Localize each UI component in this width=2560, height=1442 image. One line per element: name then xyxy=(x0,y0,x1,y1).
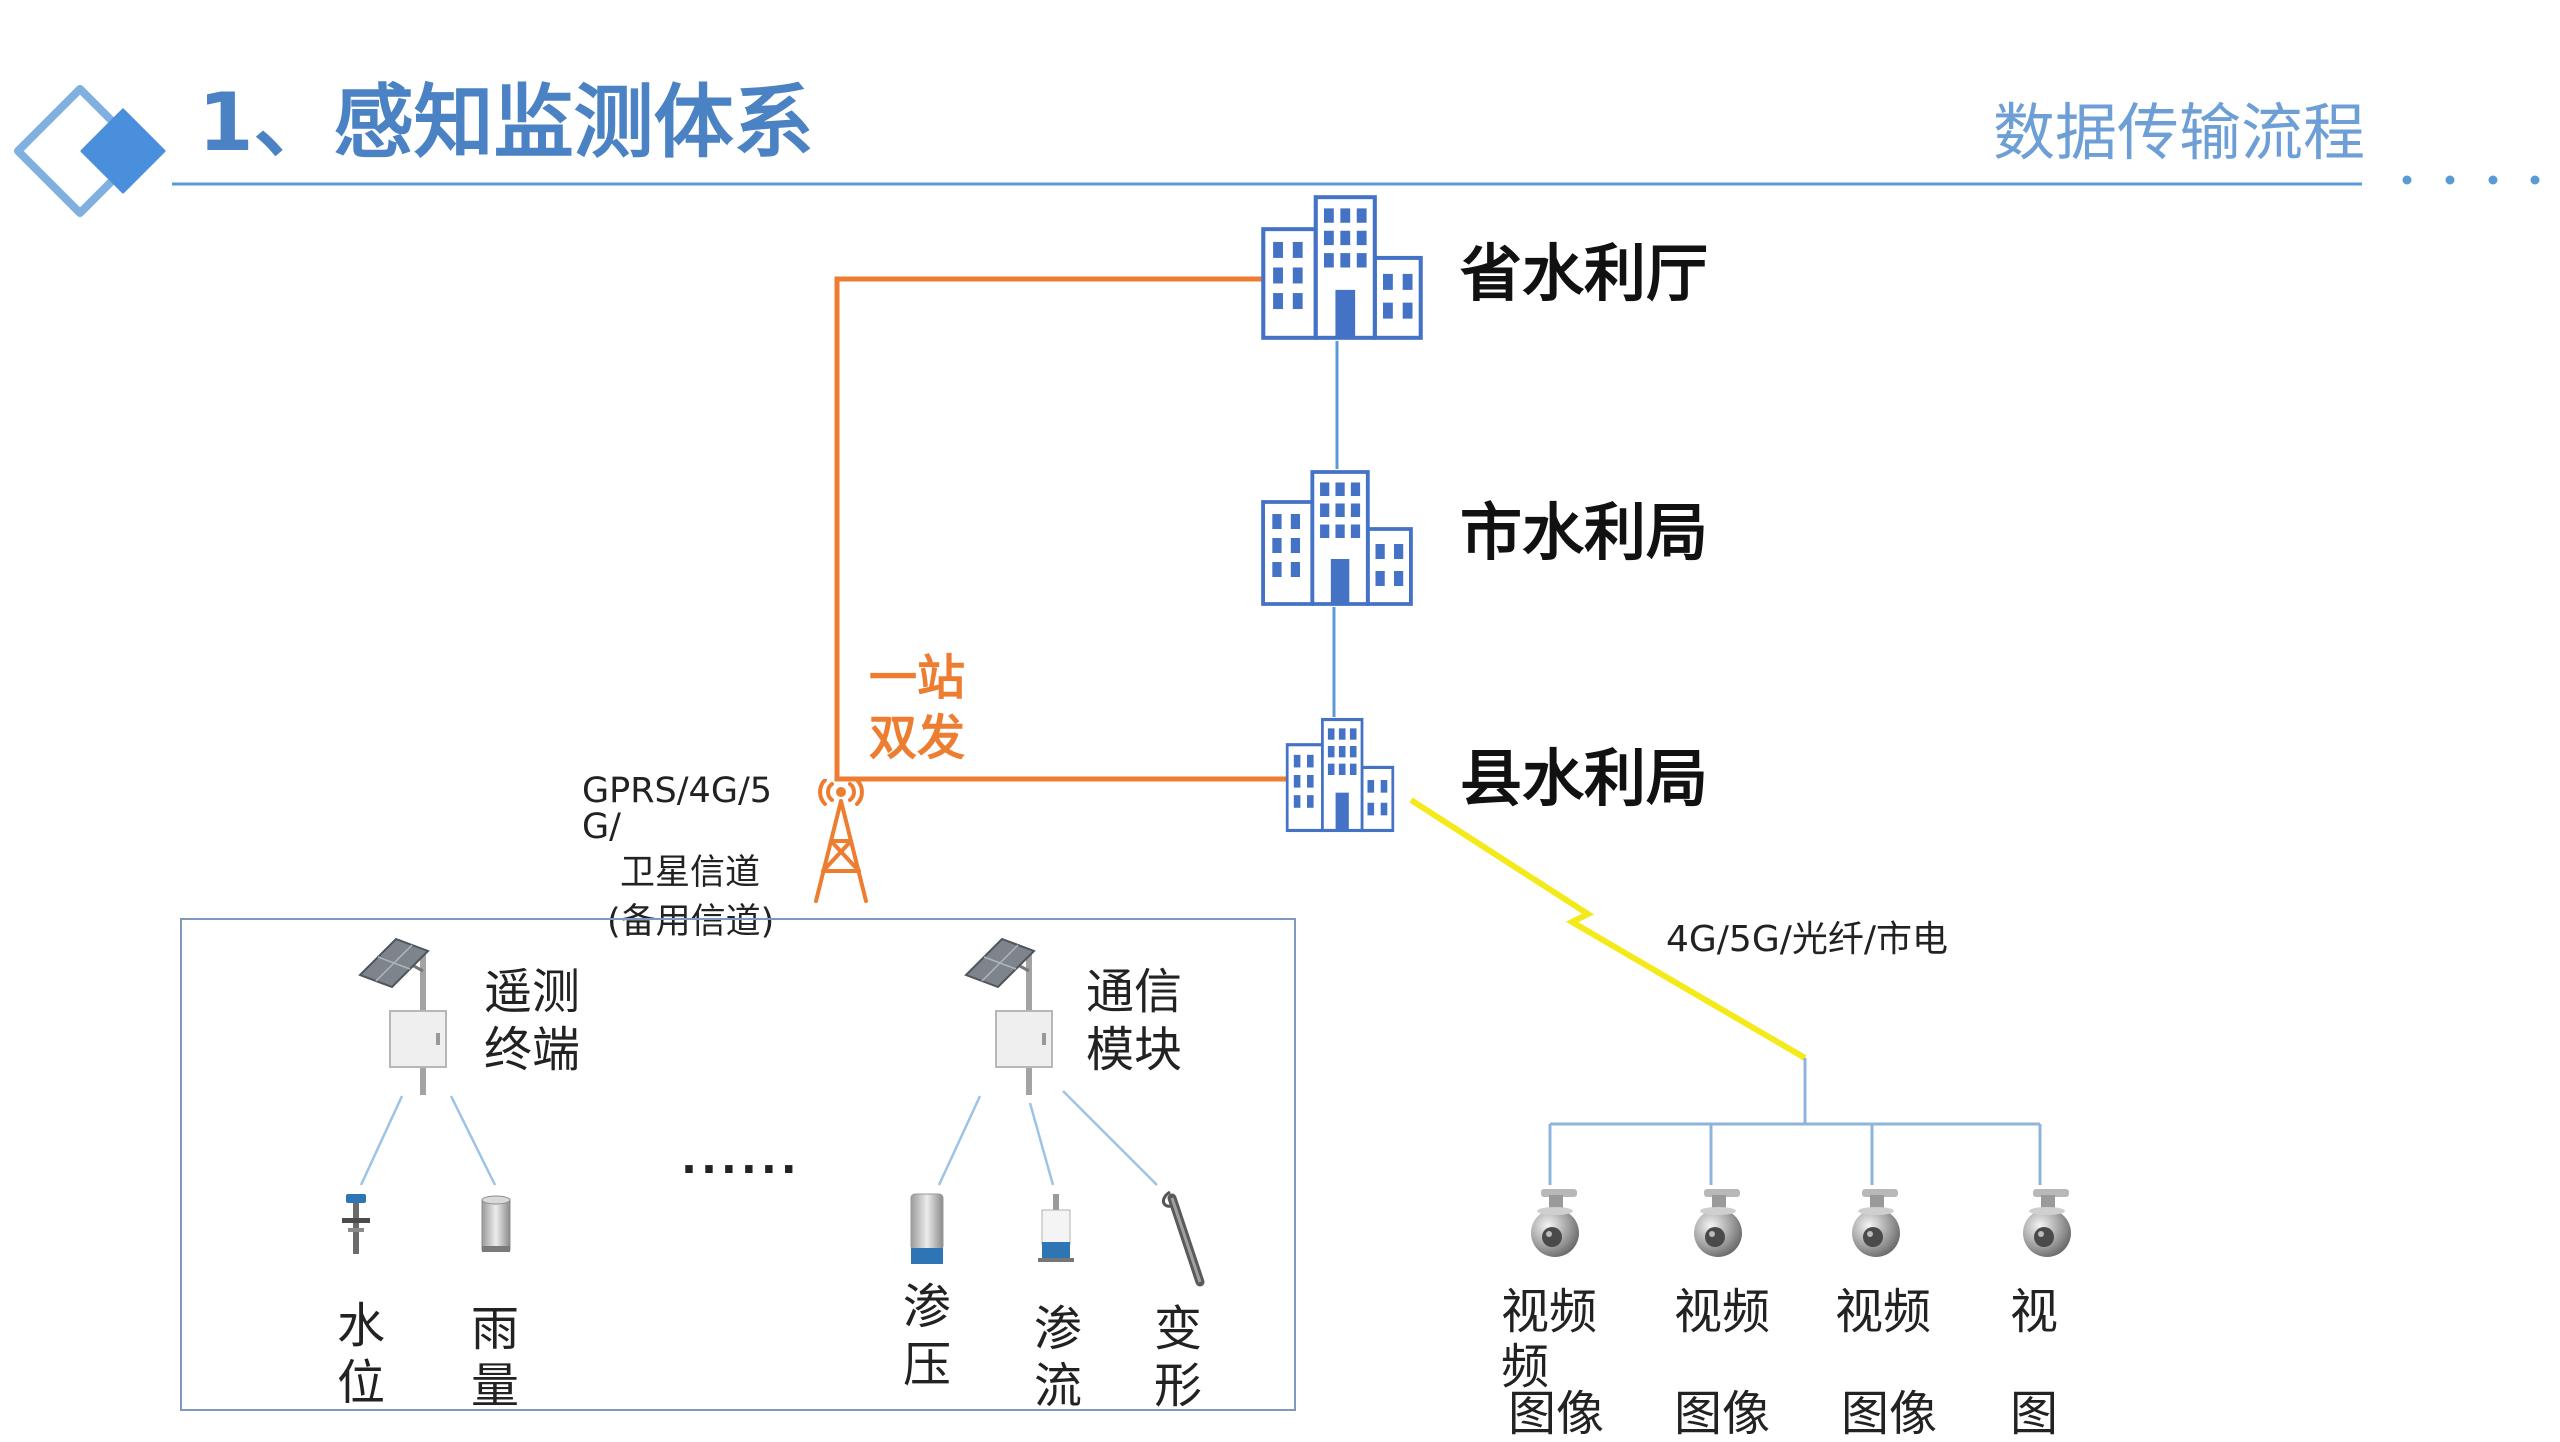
sensor-label-rainfall-1: 雨 xyxy=(471,1301,520,1357)
building-icon xyxy=(1285,717,1395,833)
sensor-label-seepage-pressure-1: 渗 xyxy=(903,1279,952,1335)
sensor-label-deformation-2: 形 xyxy=(1154,1358,1203,1414)
video-link-label: 4G/5G/光纤/市电 xyxy=(1666,919,1948,960)
sensor-label-seepage-flow-2: 流 xyxy=(1034,1358,1083,1414)
sensor-links xyxy=(359,1090,1158,1186)
solar-terminal-icon xyxy=(358,937,447,1095)
camera-4-label-line1: 视 xyxy=(2010,1284,2059,1340)
camera-2-label-line2: 图像 xyxy=(1674,1386,1771,1442)
sensor-label-seepage-flow-1: 渗 xyxy=(1034,1301,1083,1357)
dome-camera-icon xyxy=(1694,1189,1742,1257)
page-title: 1、感知监测体系 xyxy=(198,76,814,169)
camera-3-label-line2: 图像 xyxy=(1841,1386,1938,1442)
building-icon xyxy=(1261,195,1423,340)
sensor-label-deformation-1: 变 xyxy=(1154,1301,1203,1357)
dual-send-label-line2: 双发 xyxy=(869,710,966,766)
decorative-dots xyxy=(2402,175,2540,185)
deformation-sensor-icon xyxy=(1162,1190,1205,1287)
agency-label-county: 县水利局 xyxy=(1460,742,1709,815)
camera-2-label-line1: 视频 xyxy=(1674,1284,1771,1340)
sensor-label-water-level-1: 水 xyxy=(337,1298,386,1354)
camera-tree xyxy=(1548,1058,2042,1185)
terminal-label-line2: 终端 xyxy=(484,1022,581,1078)
sensor-label-rainfall-2: 量 xyxy=(471,1358,520,1414)
dome-camera-icon xyxy=(2023,1189,2071,1257)
comm-module-label-line1: 通信 xyxy=(1086,964,1183,1020)
more-ellipsis: ...... xyxy=(681,1134,801,1183)
dual-send-label-line1: 一站 xyxy=(869,650,966,706)
solar-terminal-icon xyxy=(964,937,1053,1095)
camera-1-label-line2: 频 xyxy=(1501,1339,1550,1395)
agency-label-province: 省水利厅 xyxy=(1460,237,1709,310)
lightning-link xyxy=(1409,797,1807,1061)
sensor-label-water-level-2: 位 xyxy=(337,1355,386,1411)
comm-module-label-line2: 模块 xyxy=(1086,1022,1183,1078)
channel-label-line4: (备用信道) xyxy=(607,902,775,942)
rain-gauge-icon xyxy=(481,1195,511,1252)
diamond-logo-icon xyxy=(14,85,166,217)
seepage-flow-sensor-icon xyxy=(1038,1194,1074,1262)
camera-3-label-line1: 视频 xyxy=(1835,1284,1932,1340)
camera-1-label-line3: 图像 xyxy=(1508,1386,1605,1442)
signal-tower-icon xyxy=(814,779,868,903)
camera-1-label-line1: 视频 xyxy=(1501,1284,1598,1340)
channel-label-line2: G/ xyxy=(582,807,621,847)
seepage-pressure-sensor-icon xyxy=(910,1193,944,1264)
building-icon xyxy=(1261,470,1413,606)
section-subtitle: 数据传输流程 xyxy=(1993,96,2366,169)
camera-4-label-line2: 图 xyxy=(2010,1386,2059,1442)
channel-label-line1: GPRS/4G/5 xyxy=(582,771,773,811)
dome-camera-icon xyxy=(1531,1189,1579,1257)
dual-send-orange-link xyxy=(834,276,1296,782)
agency-label-city: 市水利局 xyxy=(1460,496,1709,569)
water-level-sensor-icon xyxy=(342,1194,370,1254)
station-box xyxy=(180,918,1296,1411)
dome-camera-icon xyxy=(1852,1189,1900,1257)
sensor-label-seepage-pressure-2: 压 xyxy=(903,1337,952,1393)
terminal-label-line1: 遥测 xyxy=(484,964,581,1020)
channel-label-line3: 卫星信道 xyxy=(620,853,761,893)
